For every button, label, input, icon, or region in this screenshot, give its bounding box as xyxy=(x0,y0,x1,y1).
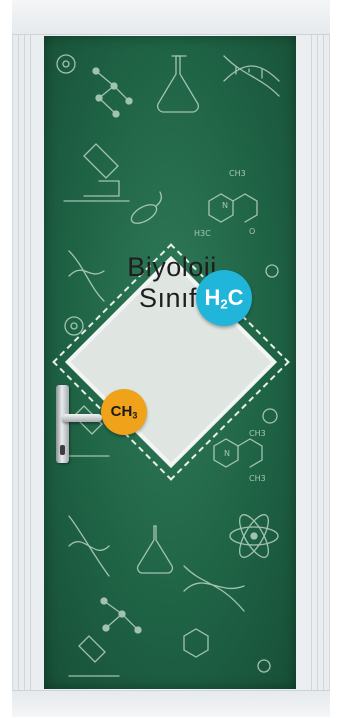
doodle-label: N xyxy=(224,449,230,458)
ch3-badge-sub: 3 xyxy=(132,410,138,421)
microscope-icon xyxy=(63,405,110,457)
h2c-badge: H2C xyxy=(196,270,252,326)
door-handle[interactable] xyxy=(62,414,102,422)
dna-icon xyxy=(68,515,110,577)
cell-icon xyxy=(262,408,278,424)
cell-icon xyxy=(257,659,271,673)
microscope-icon xyxy=(68,635,120,677)
keyhole-icon xyxy=(60,445,65,455)
flask-icon xyxy=(136,525,174,574)
sign-title-line2: Sınıfı xyxy=(138,283,206,313)
gear-icon xyxy=(56,54,76,74)
doodle-label: CH3 xyxy=(249,429,266,438)
dna-icon xyxy=(68,250,105,302)
flask-icon xyxy=(157,55,199,113)
door-frame-header xyxy=(12,0,330,35)
doodle-label: CH3 xyxy=(249,474,266,483)
h2c-badge-tail: C xyxy=(227,285,244,310)
doodle-label: O xyxy=(249,227,255,236)
chemical-structure-icon xyxy=(183,628,209,658)
sign-title-line1: Biyoloji xyxy=(127,252,217,282)
h2c-badge-sub: 2 xyxy=(220,296,228,312)
ch3-badge-main: CH xyxy=(110,403,133,420)
bacterium-icon xyxy=(130,191,162,224)
door-frame-base xyxy=(12,690,330,717)
doodle-label: N xyxy=(222,201,228,210)
chemical-structure-icon xyxy=(208,193,258,223)
dna-icon xyxy=(223,55,280,97)
dna-icon xyxy=(183,565,245,612)
chalk-doodles: CH3 H3C N O CH3 N CH3 xyxy=(56,54,280,677)
doodle-label: H3C xyxy=(194,229,211,238)
h2c-badge-main: H xyxy=(204,285,221,310)
microscope-icon xyxy=(63,143,130,202)
molecule-icon xyxy=(92,67,133,118)
sign-title: Biyoloji Sınıfı xyxy=(104,252,240,314)
atom-icon xyxy=(229,514,279,558)
door-handle-plate xyxy=(56,385,69,463)
ch3-badge: CH3 xyxy=(101,389,147,435)
cell-icon xyxy=(64,316,84,336)
chemical-structure-icon xyxy=(213,438,263,468)
doodle-label: CH3 xyxy=(229,169,246,178)
molecule-icon xyxy=(100,597,142,634)
cell-icon xyxy=(265,264,279,278)
